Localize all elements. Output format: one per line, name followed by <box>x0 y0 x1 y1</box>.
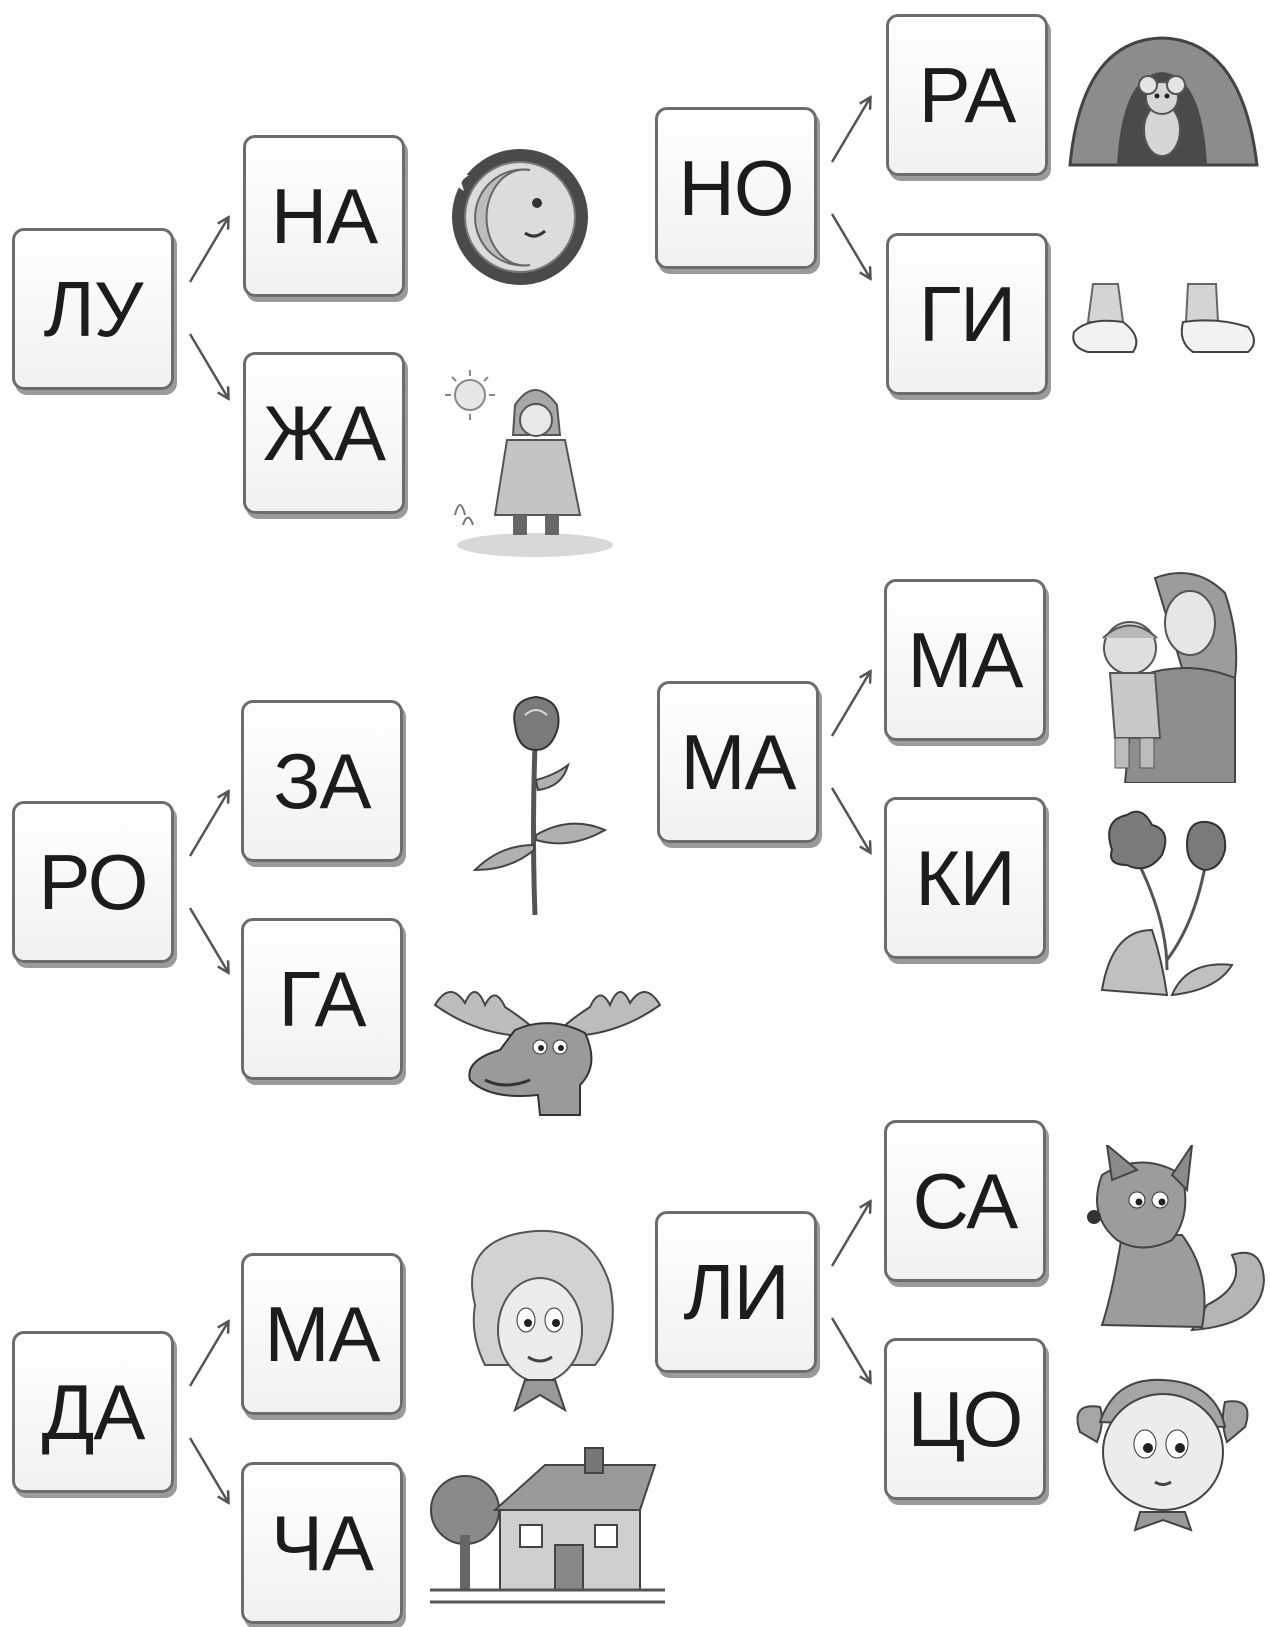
syllable-tile-option[interactable]: ЦО <box>884 1338 1046 1500</box>
mouse-burrow-icon <box>1068 36 1259 167</box>
syllable-tile-option[interactable]: ГИ <box>886 233 1048 395</box>
syllable-tile-option[interactable]: ЧА <box>241 1462 403 1624</box>
arrow-up-6 <box>830 1202 870 1267</box>
fox-icon <box>1087 1145 1266 1332</box>
feet-icon <box>1072 283 1255 353</box>
syllable-tile-option[interactable]: НА <box>243 135 405 297</box>
arrow-up-2 <box>830 98 870 163</box>
rose-icon <box>472 695 608 916</box>
arrow-down-5 <box>188 1437 228 1502</box>
syllable-tile-option[interactable]: МА <box>884 579 1046 741</box>
syllable-tile-option[interactable]: МА <box>241 1253 403 1415</box>
syllable-tile-first[interactable]: ЛИ <box>655 1211 817 1373</box>
syllable-tile-first[interactable]: МА <box>657 681 819 843</box>
arrow-up-5 <box>188 1322 228 1387</box>
syllable-tile-option[interactable]: ЖА <box>243 352 405 514</box>
mother-child-icon <box>1102 572 1238 783</box>
moon-icon <box>441 149 593 285</box>
girl-face-icon <box>1076 1378 1249 1532</box>
syllable-tile-first[interactable]: НО <box>655 107 817 269</box>
lady-icon <box>471 1229 614 1413</box>
arrow-up-1 <box>188 218 228 283</box>
puddle-child-icon <box>445 370 613 557</box>
arrow-down-3 <box>188 907 228 972</box>
syllable-tile-option[interactable]: СА <box>884 1120 1046 1282</box>
moose-icon <box>433 991 662 1116</box>
arrow-down-4 <box>830 787 870 852</box>
syllable-tile-first[interactable]: РО <box>12 801 174 963</box>
syllable-tile-option[interactable]: КИ <box>884 797 1046 959</box>
arrow-down-1 <box>188 333 228 398</box>
syllable-tile-option[interactable]: ЗА <box>241 700 403 862</box>
syllable-tile-first[interactable]: ЛУ <box>12 228 174 390</box>
cottage-icon <box>430 1447 665 1604</box>
syllable-tile-option[interactable]: ГА <box>241 918 403 1080</box>
arrow-down-6 <box>830 1317 870 1382</box>
syllable-tile-option[interactable]: РА <box>886 14 1048 176</box>
poppy-icon <box>1100 810 1234 997</box>
syllable-tile-first[interactable]: ДА <box>12 1331 174 1493</box>
arrow-up-4 <box>830 672 870 737</box>
arrow-down-2 <box>830 213 870 278</box>
arrow-up-3 <box>188 792 228 857</box>
